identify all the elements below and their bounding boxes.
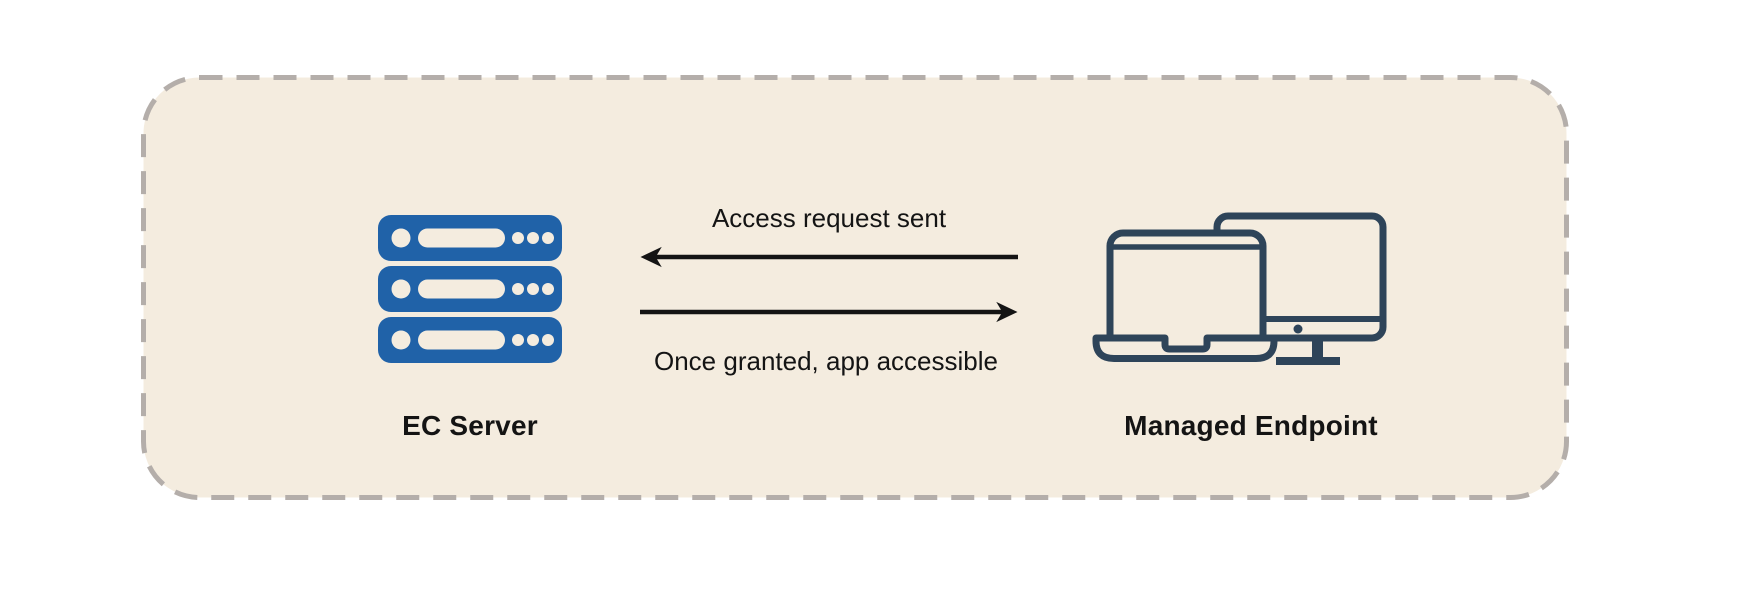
laptop-base (1092, 334, 1278, 362)
server-rack-row (378, 215, 562, 261)
server-stack-icon (378, 215, 562, 363)
flow-label-access-request: Access request sent (711, 203, 947, 233)
monitor-stand-base (1276, 357, 1340, 365)
server-rack-row (378, 317, 562, 363)
laptop-icon (1092, 229, 1278, 362)
server-label: EC Server (402, 410, 538, 441)
endpoint-label: Managed Endpoint (1124, 410, 1378, 441)
laptop-and-monitor-icon (1092, 212, 1387, 365)
server-rack-row (378, 266, 562, 312)
diagram-panel (141, 75, 1569, 500)
monitor-stand-pole (1312, 338, 1323, 359)
flow-label-once-granted: Once granted, app accessible (654, 346, 998, 376)
